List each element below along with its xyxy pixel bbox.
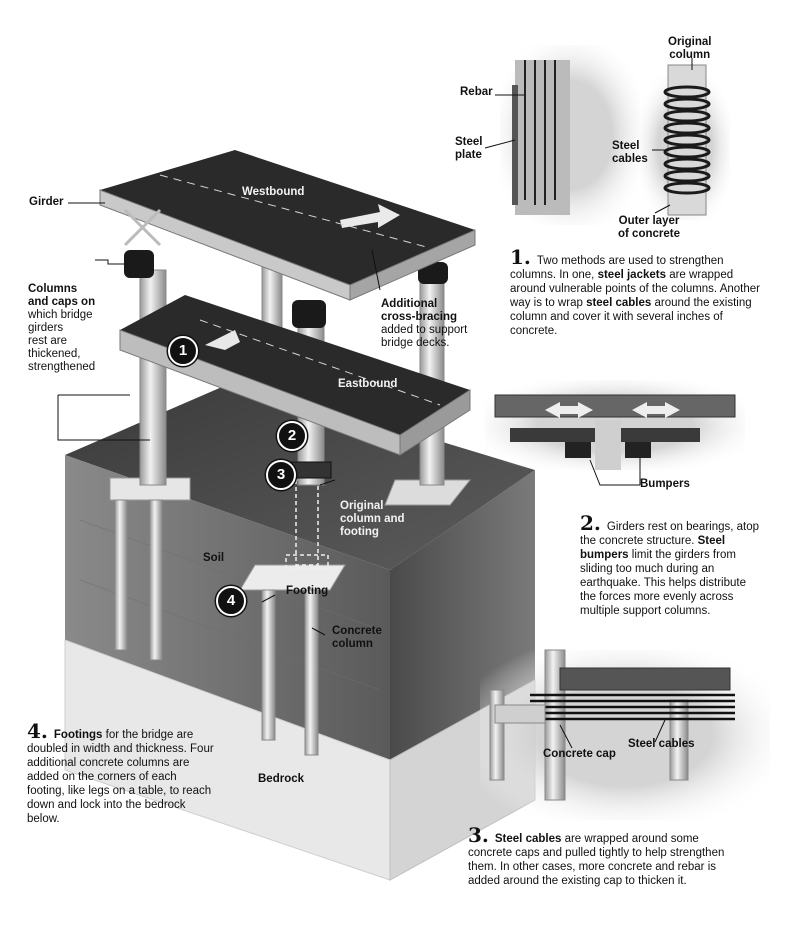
- label-concrete-cap: Concrete cap: [543, 748, 616, 760]
- label-steel-cables-cap: Steel cables: [628, 738, 695, 750]
- label-concrete-column-line-1: Concrete: [332, 625, 382, 637]
- label-columns-caps-line-6: thickened,: [28, 348, 81, 360]
- note-1-bold-a: steel jackets: [597, 269, 666, 281]
- note-1-text-c: around the existing column and cover it …: [510, 297, 752, 337]
- detail-cap-cables: [480, 649, 770, 820]
- note-3-bold-a: Steel cables: [494, 833, 562, 845]
- label-columns-caps: Columns and caps on which bridge girders…: [28, 283, 95, 374]
- note-1-bold-b: steel cables: [586, 297, 652, 309]
- label-original-column: Original column: [668, 36, 711, 62]
- note-3-text-a: are wrapped around some concrete caps an…: [468, 833, 725, 887]
- left-footing-group: [109, 477, 191, 661]
- label-original-column-line-1: Original: [668, 36, 712, 48]
- note-4-text-a: for the bridge are doubled in width and …: [27, 729, 214, 825]
- label-steel-cables-column: Steel cables: [612, 140, 648, 166]
- detail-column-methods: [500, 45, 730, 225]
- note-1-text-b: are wrapped around vulnerable points of …: [510, 269, 760, 309]
- note-2-bold-a: Steel bumpers: [580, 535, 726, 561]
- label-original-column-footing: Original column and footing: [340, 500, 405, 539]
- note-4-bold-a: Footings: [53, 729, 103, 741]
- label-columns-caps-line-5: rest are: [28, 335, 67, 347]
- leader-lines: [57, 58, 693, 749]
- label-cross-bracing-line-3: added to support: [381, 324, 468, 336]
- label-concrete-column-line-2: column: [332, 638, 373, 650]
- note-1-text-a: Two methods are used to strengthen colum…: [510, 255, 724, 281]
- label-bedrock: Bedrock: [258, 773, 305, 785]
- label-steel-plate: Steel plate: [455, 136, 483, 162]
- note-4: 4. Footings for the bridge are doubled in…: [27, 721, 217, 826]
- right-footing-group: [384, 479, 472, 506]
- label-girder: Girder: [29, 196, 64, 208]
- label-soil: Soil: [203, 552, 225, 564]
- label-original-column-footing-line-2: column and: [340, 513, 405, 525]
- label-columns-caps-line-3: which bridge: [28, 309, 93, 321]
- label-original-column-footing-line-3: footing: [340, 526, 379, 538]
- note-2: 2.Girders rest on bearings, atop the con…: [580, 513, 760, 618]
- label-eastbound: Eastbound: [338, 378, 398, 390]
- label-columns-caps-line-4: girders: [28, 322, 64, 334]
- label-footing: Footing: [286, 585, 329, 597]
- note-3: 3. Steel cables are wrapped around some c…: [468, 825, 730, 888]
- detail-bumpers: [485, 380, 745, 470]
- note-2-text-a: Girders rest on bearings, atop the concr…: [580, 521, 760, 547]
- note-1-number: 1.: [510, 245, 531, 269]
- label-westbound: Westbound: [242, 186, 305, 198]
- westbound-deck: [99, 150, 476, 301]
- label-steel-plate-line-1: Steel: [455, 136, 483, 148]
- center-footing-group: [239, 479, 346, 756]
- label-steel-cables-column-line-2: cables: [612, 153, 648, 165]
- label-rebar: Rebar: [460, 86, 493, 98]
- label-bumpers: Bumpers: [640, 478, 690, 490]
- label-steel-cables-column-line-1: Steel: [612, 140, 640, 152]
- label-original-column-footing-line-1: Original: [340, 500, 384, 512]
- label-concrete-column: Concrete column: [332, 625, 382, 651]
- label-outer-layer-line-1: Outer layer: [618, 215, 680, 227]
- callout-badge-2: 2: [277, 421, 307, 451]
- note-3-number: 3.: [468, 823, 489, 847]
- label-cross-bracing-line-4: bridge decks.: [381, 337, 450, 349]
- label-cross-bracing-line-1: Additional: [381, 298, 438, 310]
- callout-badge-1: 1: [168, 336, 198, 366]
- note-1: 1.Two methods are used to strengthen col…: [510, 247, 760, 338]
- label-columns-caps-line-1: Columns: [28, 283, 78, 295]
- note-2-number: 2.: [580, 511, 601, 535]
- label-columns-caps-line-7: strengthened: [28, 361, 96, 373]
- note-4-number: 4.: [27, 719, 48, 743]
- label-cross-bracing: Additional cross-bracing added to suppor…: [381, 298, 467, 350]
- label-outer-layer-line-2: of concrete: [618, 228, 680, 240]
- label-steel-plate-line-2: plate: [455, 149, 482, 161]
- note-2-text-b: limit the girders from sliding too much …: [580, 549, 746, 617]
- label-columns-caps-line-2: and caps on: [28, 296, 96, 308]
- label-cross-bracing-line-2: cross-bracing: [381, 311, 458, 323]
- label-outer-layer: Outer layer of concrete: [618, 215, 680, 241]
- callout-badge-3: 3: [266, 460, 296, 490]
- callout-badge-4: 4: [216, 586, 246, 616]
- label-original-column-line-2: column: [669, 49, 711, 61]
